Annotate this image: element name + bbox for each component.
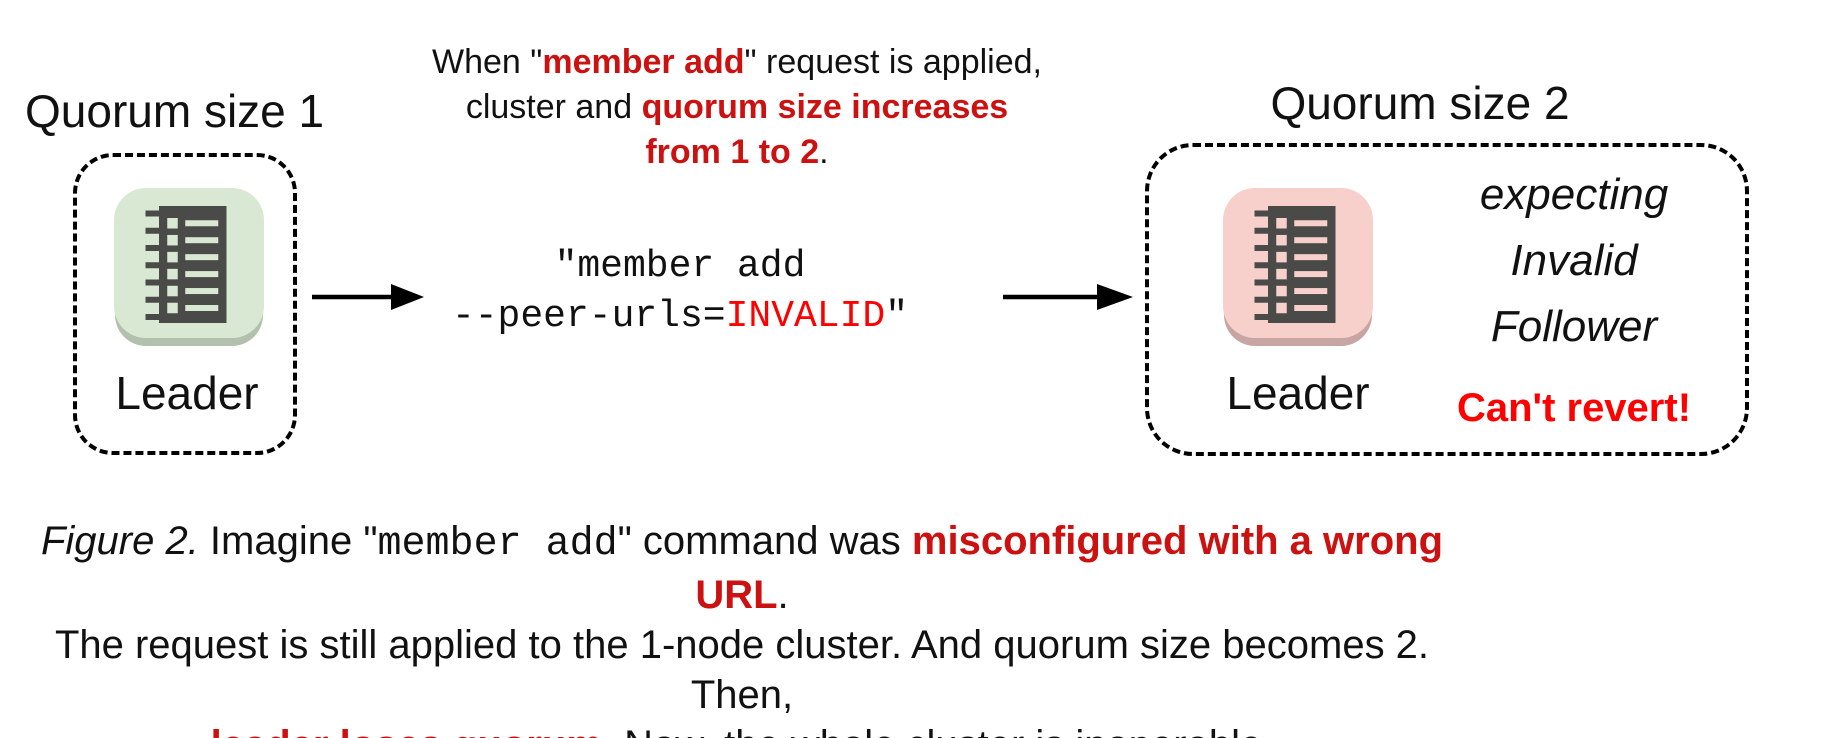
- left-leader-label: Leader: [115, 367, 259, 419]
- right-arrow-icon: [312, 284, 424, 310]
- annotation-line1-emphasis: member add: [542, 43, 745, 81]
- command-line1: "member add: [554, 245, 806, 288]
- annotation-line1-seg2: " request is applied,: [744, 43, 1042, 81]
- left-cluster-box: [73, 153, 297, 455]
- leader-node-left: [114, 188, 264, 338]
- caption-line2: The request is still applied to the 1-no…: [54, 623, 1430, 717]
- annotation-line1: When "member add" request is applied,: [372, 40, 1102, 85]
- leader-node-right: [1223, 188, 1373, 338]
- right-leader-label: Leader: [1226, 367, 1370, 419]
- status-line1: expecting: [1479, 170, 1669, 219]
- right-quorum-title: Quorum size 2: [1270, 77, 1570, 129]
- caption-line1: Figure 2. Imagine "member add" command w…: [36, 516, 1448, 620]
- status-line2: Invalid: [1510, 236, 1638, 285]
- figure-caption: Figure 2. Imagine "member add" command w…: [36, 516, 1448, 738]
- server-list-icon: [1254, 206, 1336, 323]
- caption-line1-emphasis: misconfigured with a wrong URL: [695, 519, 1444, 617]
- caption-line3-emphasis: leader loses quorum: [211, 723, 602, 738]
- cant-revert-warning: Can't revert!: [1456, 386, 1692, 430]
- annotation-line3-emphasis: from 1 to 2: [645, 133, 820, 171]
- annotation-line2: cluster and quorum size increases: [372, 85, 1102, 130]
- command-invalid-value: INVALID: [725, 295, 886, 338]
- command-line2-flag: --peer-urls=: [451, 295, 726, 338]
- status-line3: Follower: [1490, 302, 1658, 351]
- caption-line1-seg1: Imagine ": [198, 519, 378, 563]
- annotation-text: When "member add" request is applied, cl…: [372, 40, 1102, 175]
- command-closing-quote: ": [885, 295, 909, 338]
- caption-line3: leader loses quorum. Now, the whole clus…: [36, 720, 1448, 738]
- annotation-line3-period: .: [819, 133, 829, 171]
- expected-follower-status: expecting Invalid Follower: [1398, 162, 1750, 360]
- caption-line1-seg2: " command was: [617, 519, 912, 563]
- annotation-line2-seg: cluster and: [465, 88, 642, 126]
- caption-command-name: member add: [377, 522, 618, 567]
- right-arrow-icon: [1003, 284, 1133, 310]
- caption-line1-period: .: [777, 573, 789, 617]
- annotation-line1-seg: When ": [432, 43, 543, 81]
- left-quorum-title: Quorum size 1: [25, 85, 325, 137]
- annotation-line2-emphasis: quorum size increases: [641, 88, 1009, 126]
- caption-line3-seg: . Now, the whole cluster is inoperable.: [602, 723, 1273, 738]
- annotation-line3: from 1 to 2.: [372, 130, 1102, 175]
- command-line2: --peer-urls=INVALID": [400, 292, 960, 342]
- right-cluster-box: [1145, 143, 1749, 456]
- server-list-icon: [145, 206, 227, 323]
- caption-figure-number: Figure 2.: [40, 519, 199, 563]
- member-add-command: "member add --peer-urls=INVALID": [400, 242, 960, 342]
